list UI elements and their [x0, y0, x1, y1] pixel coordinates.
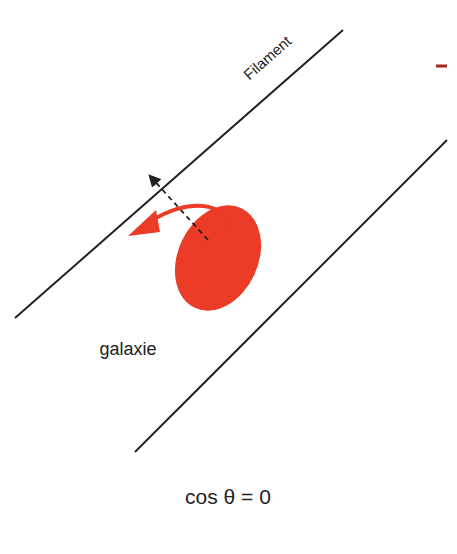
filament-edge: [135, 140, 447, 452]
caption: cos θ = 0: [185, 485, 271, 508]
rotation-arrowhead: [128, 210, 160, 236]
edge-mark: [436, 65, 447, 68]
galaxy-label: galaxie: [99, 340, 156, 360]
rotation-arrow: [150, 206, 228, 232]
filament-label: Filament: [241, 33, 295, 83]
